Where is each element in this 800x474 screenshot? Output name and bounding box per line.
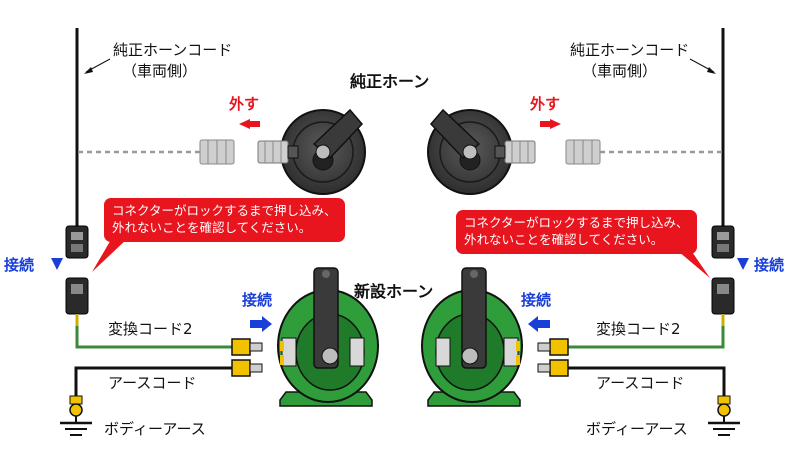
conversion-cord-label-right: 変換コード2 [596,320,681,338]
terminal-left-lower [231,359,263,377]
connector-conversion-right [711,277,735,315]
callout-left: コネクターがロックするまで押し込み、 外れないことを確認してください。 [104,198,345,242]
remove-arrow-left [239,119,260,129]
connect-label-center-right: 接続 [521,291,552,309]
connector-vehicle-right [711,225,735,259]
genuine-cord-label-right: 純正ホーンコード [570,41,690,59]
terminal-right-upper [537,338,569,356]
connect-label-center-left: 接続 [242,291,273,309]
ground-right [708,395,740,436]
genuine-horn-left [257,108,366,195]
vehicle-side-label-left: （車両側） [122,62,198,80]
right-wiring [528,28,749,436]
callout-left-line1: コネクターがロックするまで押し込み、 [112,203,337,218]
conversion-cord-label-left: 変換コード2 [108,320,193,338]
callout-pointer-left [92,238,128,272]
connect-arrow-right-down [737,258,749,270]
callout-right: コネクターがロックするまで押し込み、 外れないことを確認してください。 [456,210,697,254]
genuine-cord-label-left: 純正ホーンコード [113,41,233,59]
connect-label-left: 接続 [4,256,35,274]
new-horn-left [277,267,379,407]
remove-label-left: 外す [229,95,260,113]
earth-cord-label-right: アースコード [596,374,685,392]
body-earth-label-right: ボディーアース [586,420,688,438]
genuine-horn-title: 純正ホーン [350,72,430,91]
callout-right-line1: コネクターがロックするまで押し込み、 [464,215,689,230]
genuine-horn-right [427,108,536,195]
connect-arrow-left-down [51,258,63,270]
terminal-left-upper [231,338,263,356]
connect-label-right: 接続 [754,256,785,274]
removed-connector-left [199,139,235,165]
earth-cord-label-left: アースコード [108,374,197,392]
removed-connector-right [565,139,601,165]
connect-arrow-left-right [250,316,272,332]
new-horn-right [421,267,523,407]
terminal-right-lower [537,359,569,377]
connector-conversion-left [65,277,89,315]
left-wiring [51,28,272,436]
connector-vehicle-left [65,225,89,259]
callout-pointer-right [672,246,710,278]
body-earth-label-left: ボディーアース [104,420,206,438]
ground-left [60,395,92,436]
vehicle-side-label-right: （車両側） [582,62,658,80]
callout-right-line2: 外れないことを確認してください。 [464,231,664,247]
new-horn-title: 新設ホーン [354,282,434,301]
callout-left-line2: 外れないことを確認してください。 [112,219,312,235]
remove-label-right: 外す [530,95,561,113]
connect-arrow-right-left [528,316,550,332]
remove-arrow-right [540,119,561,129]
